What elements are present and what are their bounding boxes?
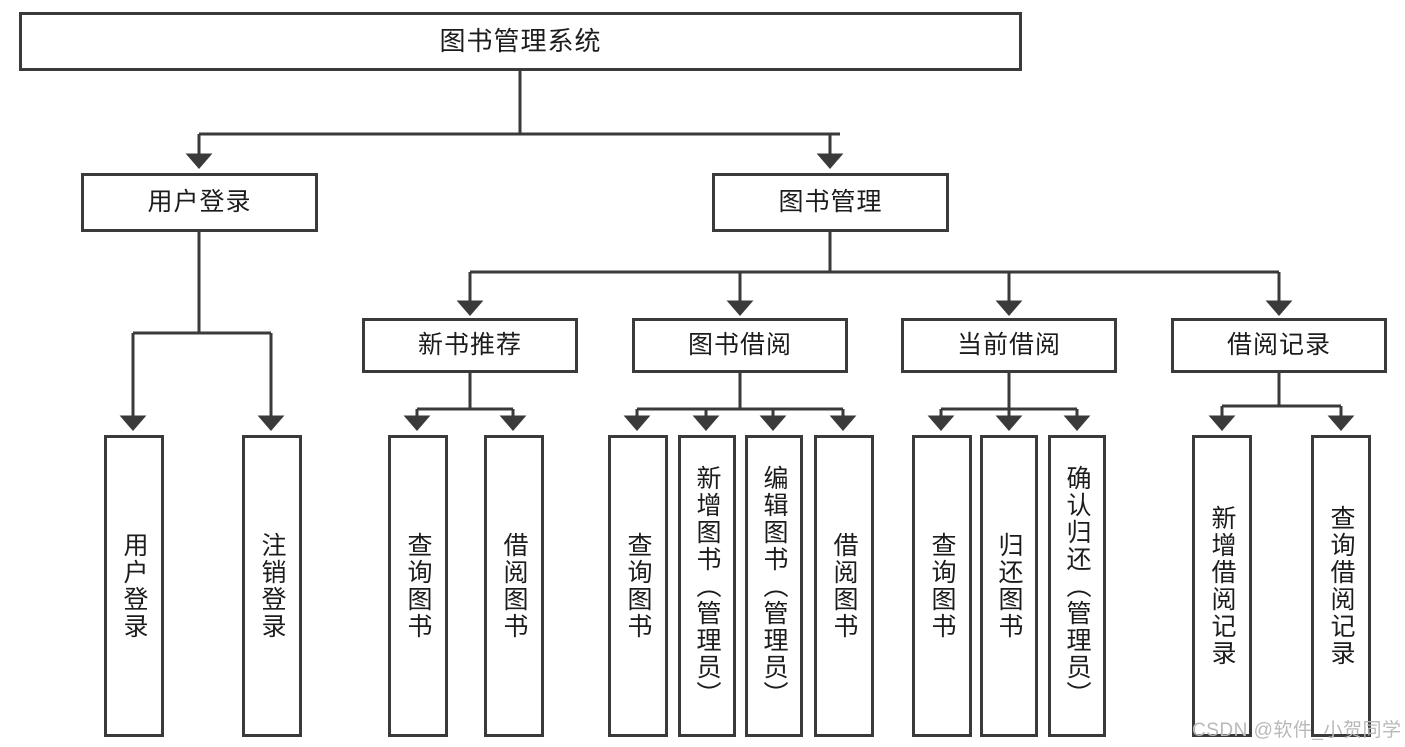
node-new-book-recommend[interactable]: 新书推荐 [362,318,578,373]
node-leaf-query-book-3[interactable]: 查询图书 [912,435,972,737]
node-user-login[interactable]: 用户登录 [81,173,318,232]
node-book-borrow[interactable]: 图书借阅 [632,318,848,373]
leaf-label: 新增借阅记录 [1208,505,1236,667]
leaf-label: 确认归还（管理员） [1063,464,1091,708]
leaf-label: 归还图书 [995,532,1023,640]
leaf-label: 借阅图书 [500,532,528,640]
csdn-watermark: CSDN @软件_小贺同学 [1192,720,1402,741]
node-book-manage[interactable]: 图书管理 [712,173,949,232]
node-leaf-confirm-return[interactable]: 确认归还（管理员） [1048,435,1106,737]
node-leaf-query-record[interactable]: 查询借阅记录 [1311,435,1371,737]
node-leaf-user-logout[interactable]: 注销登录 [242,435,302,737]
node-leaf-borrow-book-1[interactable]: 借阅图书 [484,435,544,737]
node-current-borrow[interactable]: 当前借阅 [901,318,1117,373]
node-leaf-query-book-1[interactable]: 查询图书 [388,435,448,737]
leaf-label: 查询借阅记录 [1327,505,1355,667]
node-leaf-add-book[interactable]: 新增图书（管理员） [678,435,736,737]
node-leaf-user-login[interactable]: 用户登录 [104,435,164,737]
leaf-label: 用户登录 [120,532,148,640]
node-leaf-add-record[interactable]: 新增借阅记录 [1192,435,1252,737]
leaf-label: 新增图书（管理员） [693,464,721,708]
leaf-label: 借阅图书 [830,532,858,640]
node-leaf-return-book[interactable]: 归还图书 [980,435,1038,737]
leaf-label: 编辑图书（管理员） [760,464,788,708]
leaf-label: 查询图书 [404,532,432,640]
leaf-label: 查询图书 [928,532,956,640]
node-borrow-record[interactable]: 借阅记录 [1171,318,1387,373]
node-leaf-query-book-2[interactable]: 查询图书 [608,435,668,737]
leaf-label: 注销登录 [258,532,286,640]
node-leaf-borrow-book-2[interactable]: 借阅图书 [814,435,874,737]
leaf-label: 查询图书 [624,532,652,640]
node-leaf-edit-book[interactable]: 编辑图书（管理员） [745,435,803,737]
node-root-system[interactable]: 图书管理系统 [19,12,1022,71]
